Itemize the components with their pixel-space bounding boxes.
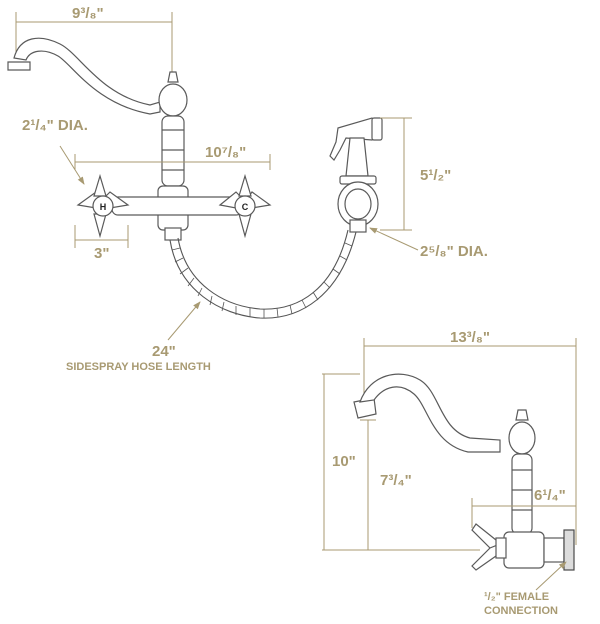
cold-handle: C bbox=[218, 173, 272, 239]
handle-width-label: 3" bbox=[94, 245, 109, 262]
spray-height-label: 5¹/₂" bbox=[420, 167, 451, 184]
spout-height-label: 7³/₄" bbox=[380, 472, 412, 489]
front-spout bbox=[7, 37, 161, 115]
hose-caption: SIDESPRAY HOSE LENGTH bbox=[66, 361, 211, 373]
spout-reach-dimension: 9³/₈" bbox=[15, 5, 173, 80]
spout-reach-label: 9³/₈" bbox=[72, 5, 104, 22]
handle-diameter-dimension: 2¹/₄" DIA. bbox=[22, 117, 88, 185]
side-spray bbox=[329, 117, 383, 233]
body-depth-label: 6¹/₄" bbox=[534, 487, 566, 504]
centers-label: 10⁷/₈" bbox=[205, 144, 246, 161]
overall-height-dimension: 10" bbox=[322, 373, 480, 551]
centers-dimension: 10⁷/₈" bbox=[74, 144, 271, 170]
overall-height-label: 10" bbox=[332, 453, 356, 470]
spray-base-dimension: 2⁵/₈" DIA. bbox=[369, 227, 488, 260]
hose-length-label: 24" bbox=[152, 343, 176, 360]
overall-depth-label: 13³/₈" bbox=[450, 329, 490, 346]
connection-label-line1: ¹/₂" FEMALE bbox=[484, 591, 549, 603]
handle-width-dimension: 3" bbox=[74, 225, 129, 262]
handle-diameter-label: 2¹/₄" DIA. bbox=[22, 117, 88, 134]
overall-depth-dimension: 13³/₈" bbox=[363, 329, 577, 545]
side-spout bbox=[353, 373, 501, 453]
spray-height-dimension: 5¹/₂" bbox=[380, 117, 451, 231]
side-valve-body bbox=[503, 409, 575, 571]
spray-base-label: 2⁵/₈" DIA. bbox=[420, 243, 488, 260]
sidespray-hose bbox=[169, 229, 357, 319]
spout-height-dimension: 7³/₄" bbox=[360, 419, 412, 550]
hose-length-dimension: 24" SIDESPRAY HOSE LENGTH bbox=[66, 301, 211, 373]
side-handle bbox=[471, 523, 507, 571]
connection-label-line2: CONNECTION bbox=[484, 605, 558, 617]
connection-callout: ¹/₂" FEMALE CONNECTION bbox=[484, 561, 567, 617]
hot-mark: H bbox=[100, 202, 107, 212]
hot-handle: H bbox=[76, 173, 130, 239]
cold-mark: C bbox=[242, 202, 249, 212]
body-depth-dimension: 6¹/₄" bbox=[471, 487, 576, 528]
